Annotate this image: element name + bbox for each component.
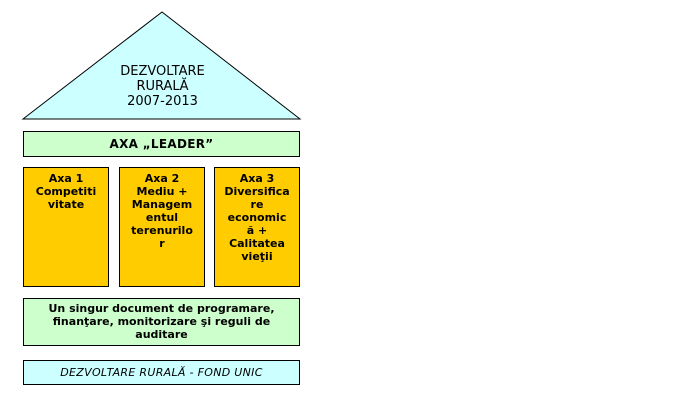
axis-2-line-5: terenurilo [131, 224, 193, 237]
leader-axis-bar: AXA „LEADER” [23, 131, 300, 157]
leader-axis-label: AXA „LEADER” [109, 137, 214, 151]
roof-triangle [21, 11, 302, 120]
axis-1-pillar: Axa 1 Competiti vitate [23, 167, 109, 287]
axis-2-pillar: Axa 2 Mediu + Managem entul terenurilo r [119, 167, 205, 287]
single-document-bar: Un singur document de programare, finanţ… [23, 298, 300, 346]
roof-title-line-1: DEZVOLTARE [120, 64, 205, 79]
axis-3-line-5: ă + [246, 224, 268, 237]
axis-2-line-3: Managem [131, 198, 193, 211]
axis-1-line-3: vitate [47, 198, 85, 211]
axis-2-line-6: r [159, 237, 165, 250]
axis-3-pillar: Axa 3 Diversifica re economic ă + Calita… [214, 167, 300, 287]
axis-1-line-1: Axa 1 [48, 172, 84, 185]
roof-title: DEZVOLTARE RURALĂ 2007-2013 [80, 64, 245, 109]
single-document-text: Un singur document de programare, finanţ… [48, 302, 275, 341]
axis-2-line-4: entul [145, 211, 179, 224]
single-fund-bar: DEZVOLTARE RURALĂ - FOND UNIC [23, 360, 300, 385]
axis-3-line-6: Calitatea [229, 237, 285, 250]
axis-2-line-2: Mediu + [136, 185, 188, 198]
single-fund-label: DEZVOLTARE RURALĂ - FOND UNIC [60, 366, 263, 379]
axis-3-line-2: Diversifica [224, 185, 290, 198]
axis-3-line-1: Axa 3 [239, 172, 275, 185]
axis-3-line-7: vieţii [241, 250, 273, 263]
axis-3-line-4: economic [227, 211, 287, 224]
axis-2-line-1: Axa 2 [144, 172, 180, 185]
roof-title-line-3: 2007-2013 [127, 94, 198, 109]
axis-1-line-2: Competiti [35, 185, 97, 198]
roof-title-line-2: RURALĂ [136, 79, 189, 94]
axis-3-line-3: re [250, 198, 264, 211]
